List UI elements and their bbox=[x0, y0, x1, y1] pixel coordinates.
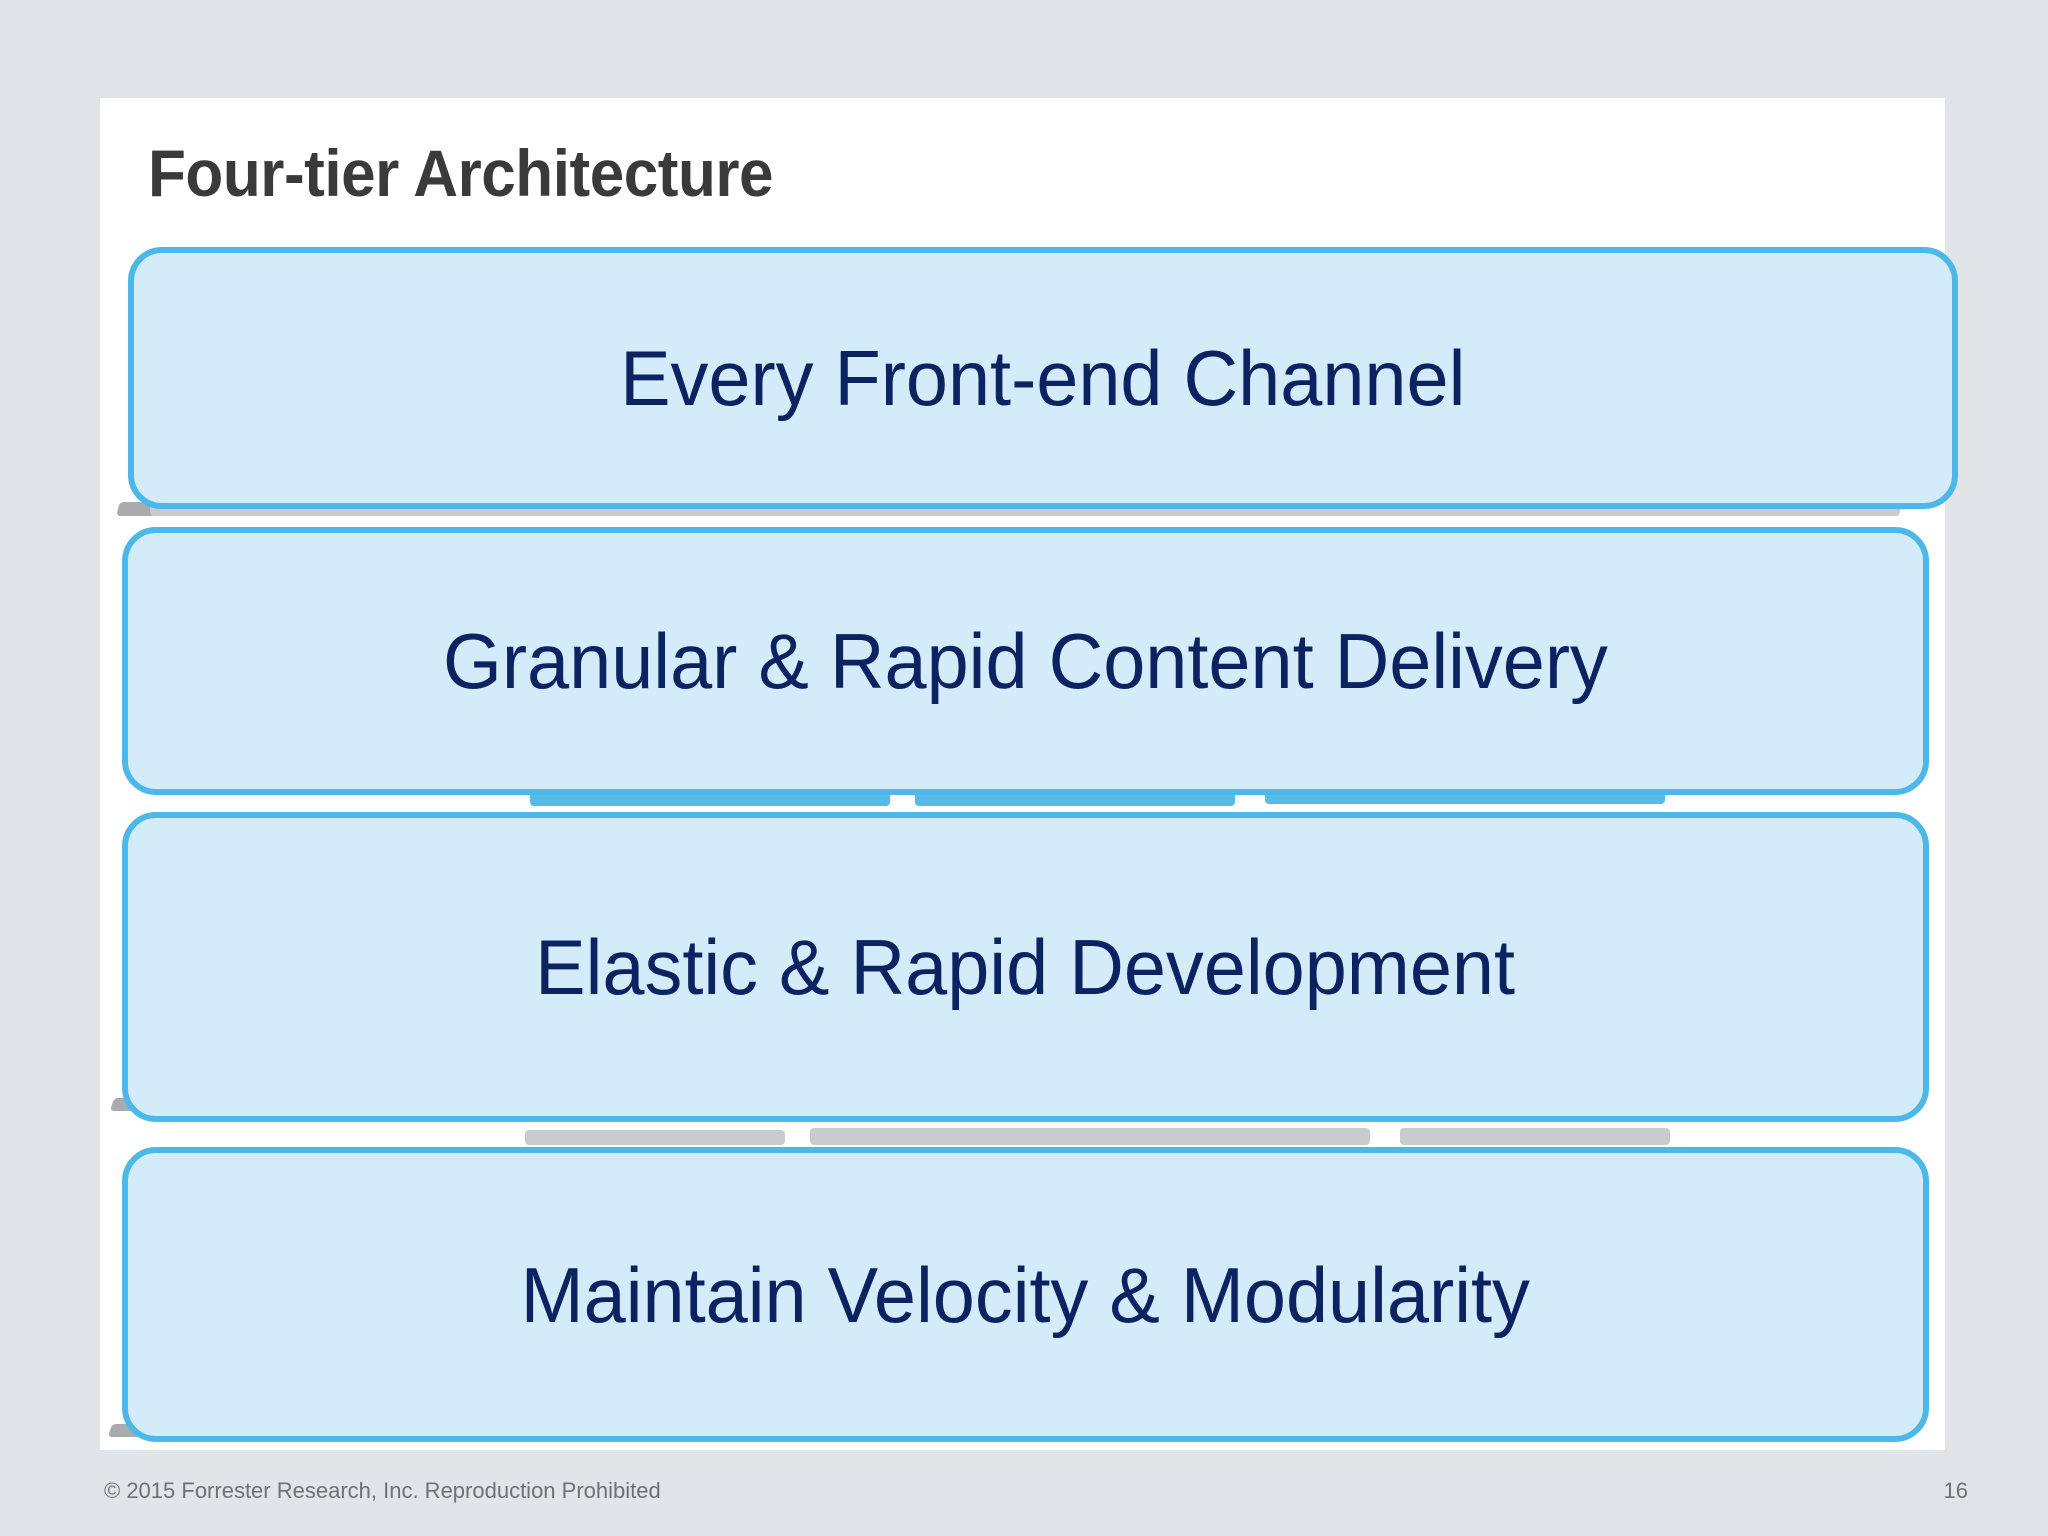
tier-label: Elastic & Rapid Development bbox=[535, 923, 1516, 1011]
tier-bar-every-front-end-channel[interactable]: Every Front-end Channel bbox=[128, 247, 1958, 509]
page-title: Four-tier Architecture bbox=[148, 136, 774, 210]
footer-copyright: © 2015 Forrester Research, Inc. Reproduc… bbox=[104, 1478, 661, 1503]
footer-page-number: 16 bbox=[1943, 1478, 1968, 1503]
tier-bar-elastic-rapid-development[interactable]: Elastic & Rapid Development bbox=[122, 812, 1929, 1122]
tier-label: Maintain Velocity & Modularity bbox=[520, 1250, 1531, 1339]
tier-label: Granular & Rapid Content Delivery bbox=[443, 617, 1608, 705]
tier-bar-maintain-velocity-modularity[interactable]: Maintain Velocity & Modularity bbox=[122, 1147, 1929, 1442]
tier-label: Every Front-end Channel bbox=[620, 334, 1466, 422]
tier-bar-granular-rapid-content-delivery[interactable]: Granular & Rapid Content Delivery bbox=[122, 527, 1929, 795]
